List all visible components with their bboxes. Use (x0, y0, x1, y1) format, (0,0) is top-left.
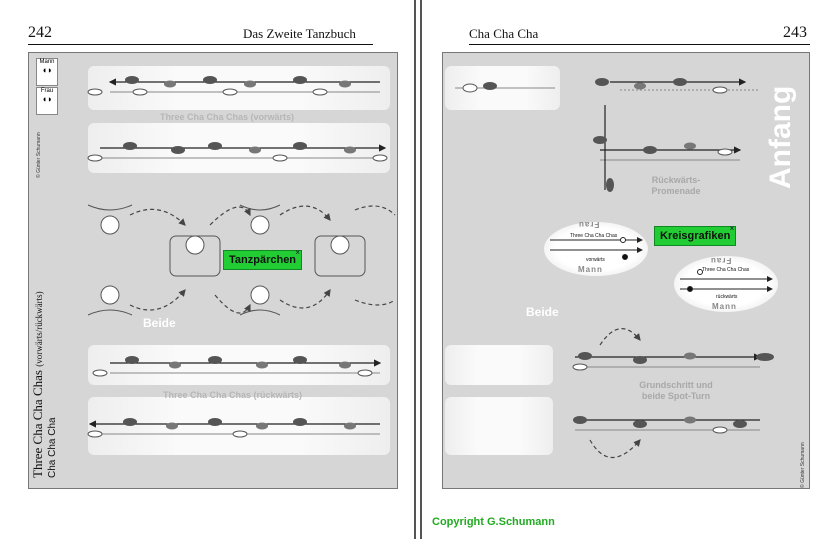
basic-steps-label: Grundschritt und beide Spot-Turn (639, 380, 713, 401)
step-track (110, 359, 382, 374)
footprint-icon (462, 82, 497, 93)
footprint-icon (87, 142, 388, 162)
footprint-icon (87, 418, 356, 438)
circle-title: Three Cha Cha Chas (702, 267, 750, 273)
circle-title: Three Cha Cha Chas (570, 233, 618, 239)
footprint-icon (92, 356, 373, 377)
step-track (573, 416, 760, 431)
both-label: Beide (143, 316, 176, 330)
legend-man: Mann ◖◗ (36, 58, 58, 86)
arrow-icon (589, 328, 641, 458)
dance-couple-figure (87, 204, 366, 316)
circle-man-label: Mann (578, 265, 603, 274)
kreisgrafiken-tag[interactable]: Kreisgrafiken × (654, 224, 737, 246)
footprint-icon (572, 352, 774, 371)
footprint-icon (573, 416, 747, 434)
step-track (575, 353, 762, 368)
close-icon[interactable]: × (295, 248, 301, 257)
tanzpaerchen-tag[interactable]: Tanzpärchen × (223, 248, 303, 270)
circle-direction: rückwärts (716, 294, 738, 300)
copyright-notice: Copyright G.Schumann (432, 516, 555, 528)
circle-direction: vorwärts (586, 257, 605, 263)
header-rule (28, 44, 373, 45)
footprint-icon: ◖◗ (41, 94, 53, 104)
arrow-icon (129, 205, 396, 314)
basic-steps-strip (445, 345, 553, 385)
basic-steps-strip (445, 397, 553, 455)
header-rule (469, 44, 810, 45)
backward-label: Three Cha Cha Chas (rückwärts) (163, 390, 303, 400)
step-track (600, 78, 760, 190)
tag-label: Tanzpärchen (229, 254, 297, 266)
circle-graphic-forward (544, 222, 648, 276)
spine-line (420, 0, 422, 539)
backward-steps-strip (88, 397, 390, 455)
both-label: Beide (526, 305, 559, 319)
circle-track (550, 237, 773, 292)
footprint-icon (87, 76, 351, 96)
right-page-title: Cha Cha Cha (469, 26, 539, 41)
footprint-icon (593, 78, 733, 192)
right-page-number: 243 (783, 24, 807, 41)
forward-steps-strip (88, 66, 390, 110)
tag-label: Kreisgrafiken (660, 230, 731, 242)
left-page-title: Das Zweite Tanzbuch (243, 26, 356, 41)
legend-woman: Frau ◖◗ (36, 87, 58, 115)
step-track (100, 144, 387, 159)
footprint-icon: ◖◗ (41, 65, 53, 75)
promenade-label: Rückwärts- Promenade (651, 175, 701, 196)
step-track (108, 78, 380, 93)
left-page-number: 242 (28, 24, 52, 41)
forward-label: Three Cha Cha Chas (vorwärts) (160, 112, 295, 122)
spine-line (414, 0, 416, 539)
circle-graphic-backward (674, 256, 778, 312)
close-icon[interactable]: × (729, 224, 735, 233)
circle-man-label: Mann (712, 302, 737, 311)
